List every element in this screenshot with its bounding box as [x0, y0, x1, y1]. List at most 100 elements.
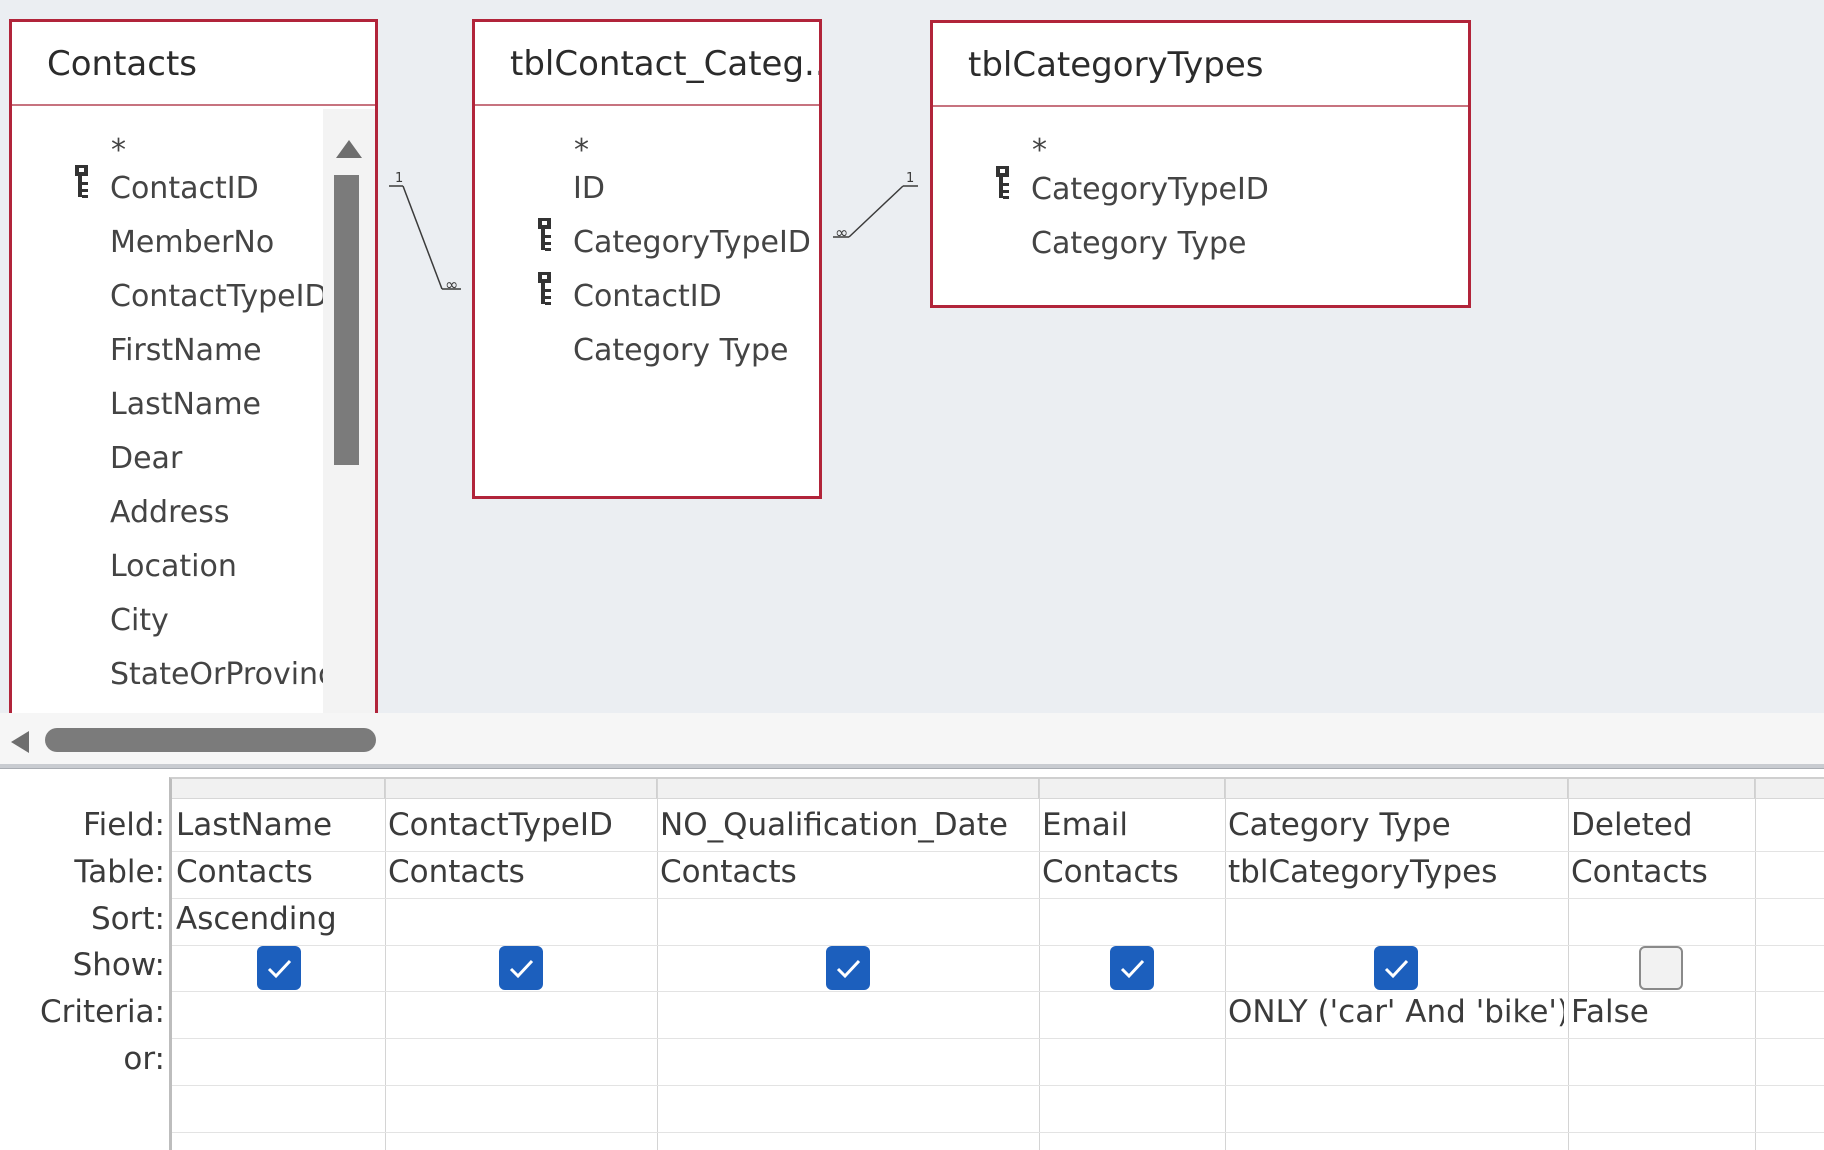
cell-sort-category-type[interactable] [1228, 896, 1564, 943]
field-stateorprovince[interactable]: StateOrProvinc [110, 657, 323, 692]
query-design-pane: 1 ∞ 1 ∞ Contacts * ContactID MemberNo Co… [0, 0, 1824, 713]
field-categorytypeid[interactable]: CategoryTypeID [1031, 172, 1269, 207]
pane-splitter[interactable] [0, 764, 1824, 769]
cell-criteria-lastname[interactable] [176, 989, 381, 1036]
cell-table-email[interactable]: Contacts [1042, 854, 1179, 890]
row-divider [172, 945, 1824, 946]
table-category-types[interactable]: tblCategoryTypes * CategoryTypeID Catego… [930, 20, 1471, 308]
column-divider[interactable] [1568, 779, 1569, 1150]
cell-criteria-email[interactable] [1042, 989, 1222, 1036]
cell-criteria-contacttypeid[interactable] [388, 989, 653, 1036]
criteria-text: ONLY ('car' And 'bike') [1228, 994, 1564, 1030]
field-lastname[interactable]: LastName [110, 387, 261, 422]
row-divider [172, 1038, 1824, 1039]
field-contacttypeid[interactable]: ContactTypeID [110, 279, 328, 314]
cell-field-contacttypeid[interactable]: ContactTypeID [388, 807, 613, 843]
column-selector[interactable] [657, 779, 1039, 799]
cell-criteria-category-type[interactable]: ONLY ('car' And 'bike') [1228, 989, 1564, 1036]
table-title-category-types[interactable]: tblCategoryTypes [933, 23, 1468, 107]
row-label-show: Show: [72, 947, 165, 983]
key-icon [75, 165, 88, 198]
show-checkbox-email[interactable] [1110, 946, 1154, 990]
row-divider [172, 1132, 1824, 1133]
cell-or-no-qualification-date[interactable] [660, 1036, 1035, 1083]
column-selector[interactable] [172, 779, 385, 799]
relationship-lines: 1 ∞ 1 ∞ [389, 171, 918, 294]
cell-or-deleted[interactable] [1571, 1036, 1751, 1083]
column-selector[interactable] [1225, 779, 1568, 799]
vertical-scroll-thumb[interactable] [334, 175, 359, 465]
cell-table-contacttypeid[interactable]: Contacts [388, 854, 525, 890]
column-divider[interactable] [1039, 779, 1040, 1150]
cell-table-deleted[interactable]: Contacts [1571, 854, 1708, 890]
horizontal-scrollbar[interactable] [0, 713, 1824, 764]
cell-field-category-type[interactable]: Category Type [1228, 807, 1451, 843]
field-address[interactable]: Address [110, 495, 230, 530]
cell-or-lastname[interactable] [176, 1036, 381, 1083]
field-asterisk[interactable]: * [1032, 133, 1047, 168]
triangle-left-icon[interactable] [9, 729, 31, 755]
cell-or-email[interactable] [1042, 1036, 1222, 1083]
table-title-contact-categories[interactable]: tblContact_Categ... [475, 22, 819, 106]
column-divider[interactable] [657, 779, 658, 1150]
column-selector[interactable] [1039, 779, 1225, 799]
column-divider[interactable] [1755, 779, 1756, 1150]
column-selector[interactable] [1568, 779, 1755, 799]
row-divider [172, 851, 1824, 852]
field-category-type[interactable]: Category Type [1031, 226, 1247, 261]
field-memberno[interactable]: MemberNo [110, 225, 275, 260]
key-icon [538, 218, 551, 251]
cell-field-no-qualification-date[interactable]: NO_Qualification_Date [660, 807, 1008, 843]
query-design-grid[interactable]: LastName Contacts Ascending ContactTypeI… [169, 777, 1824, 1150]
row-divider [172, 991, 1824, 992]
cell-table-category-type[interactable]: tblCategoryTypes [1228, 854, 1498, 890]
field-categorytypeid[interactable]: CategoryTypeID [573, 225, 811, 260]
show-checkbox-category-type[interactable] [1374, 946, 1418, 990]
horizontal-scroll-thumb[interactable] [45, 728, 376, 752]
row-label-field: Field: [83, 807, 165, 843]
field-firstname[interactable]: FirstName [110, 333, 262, 368]
cell-sort-deleted[interactable] [1571, 896, 1751, 943]
checkmark-icon [836, 959, 861, 979]
show-checkbox-contacttypeid[interactable] [499, 946, 543, 990]
column-selector[interactable] [1755, 779, 1824, 799]
field-id[interactable]: ID [573, 171, 605, 206]
cell-sort-contacttypeid[interactable] [388, 896, 653, 943]
cell-field-email[interactable]: Email [1042, 807, 1129, 843]
query-grid-pane: Field: Table: Sort: Show: Criteria: or: … [0, 769, 1824, 1150]
cell-sort-email[interactable] [1042, 896, 1222, 943]
table-contacts[interactable]: Contacts * ContactID MemberNo ContactTyp… [9, 19, 378, 713]
cell-table-no-qualification-date[interactable]: Contacts [660, 854, 797, 890]
cell-or-contacttypeid[interactable] [388, 1036, 653, 1083]
row-label-sort: Sort: [91, 901, 165, 937]
column-divider[interactable] [385, 779, 386, 1150]
cell-or-category-type[interactable] [1228, 1036, 1564, 1083]
field-category-type[interactable]: Category Type [573, 333, 789, 368]
cell-criteria-deleted[interactable]: False [1571, 994, 1649, 1030]
cell-field-lastname[interactable]: LastName [176, 807, 333, 843]
cell-table-lastname[interactable]: Contacts [176, 854, 313, 890]
triangle-up-icon[interactable] [334, 138, 364, 160]
field-contactid[interactable]: ContactID [573, 279, 722, 314]
checkmark-icon [1120, 959, 1145, 979]
table-contact-categories[interactable]: tblContact_Categ... * ID CategoryTypeID … [472, 19, 822, 499]
field-location[interactable]: Location [110, 549, 237, 584]
key-icon [538, 272, 551, 305]
field-contactid[interactable]: ContactID [110, 171, 259, 206]
column-selector[interactable] [385, 779, 657, 799]
cell-sort-lastname[interactable]: Ascending [176, 901, 337, 937]
table-title-contacts[interactable]: Contacts [12, 22, 375, 106]
cell-field-deleted[interactable]: Deleted [1571, 807, 1693, 843]
show-checkbox-lastname[interactable] [257, 946, 301, 990]
cell-sort-no-qualification-date[interactable] [660, 896, 1035, 943]
field-asterisk[interactable]: * [574, 133, 589, 168]
show-checkbox-deleted[interactable] [1639, 946, 1683, 990]
show-checkbox-no-qualification-date[interactable] [826, 946, 870, 990]
field-city[interactable]: City [110, 603, 169, 638]
column-divider[interactable] [1225, 779, 1226, 1150]
field-dear[interactable]: Dear [110, 441, 183, 476]
checkmark-icon [509, 959, 534, 979]
many-symbol-junction-right: ∞ [835, 223, 848, 242]
cell-criteria-no-qualification-date[interactable] [660, 989, 1035, 1036]
field-asterisk[interactable]: * [111, 133, 126, 168]
